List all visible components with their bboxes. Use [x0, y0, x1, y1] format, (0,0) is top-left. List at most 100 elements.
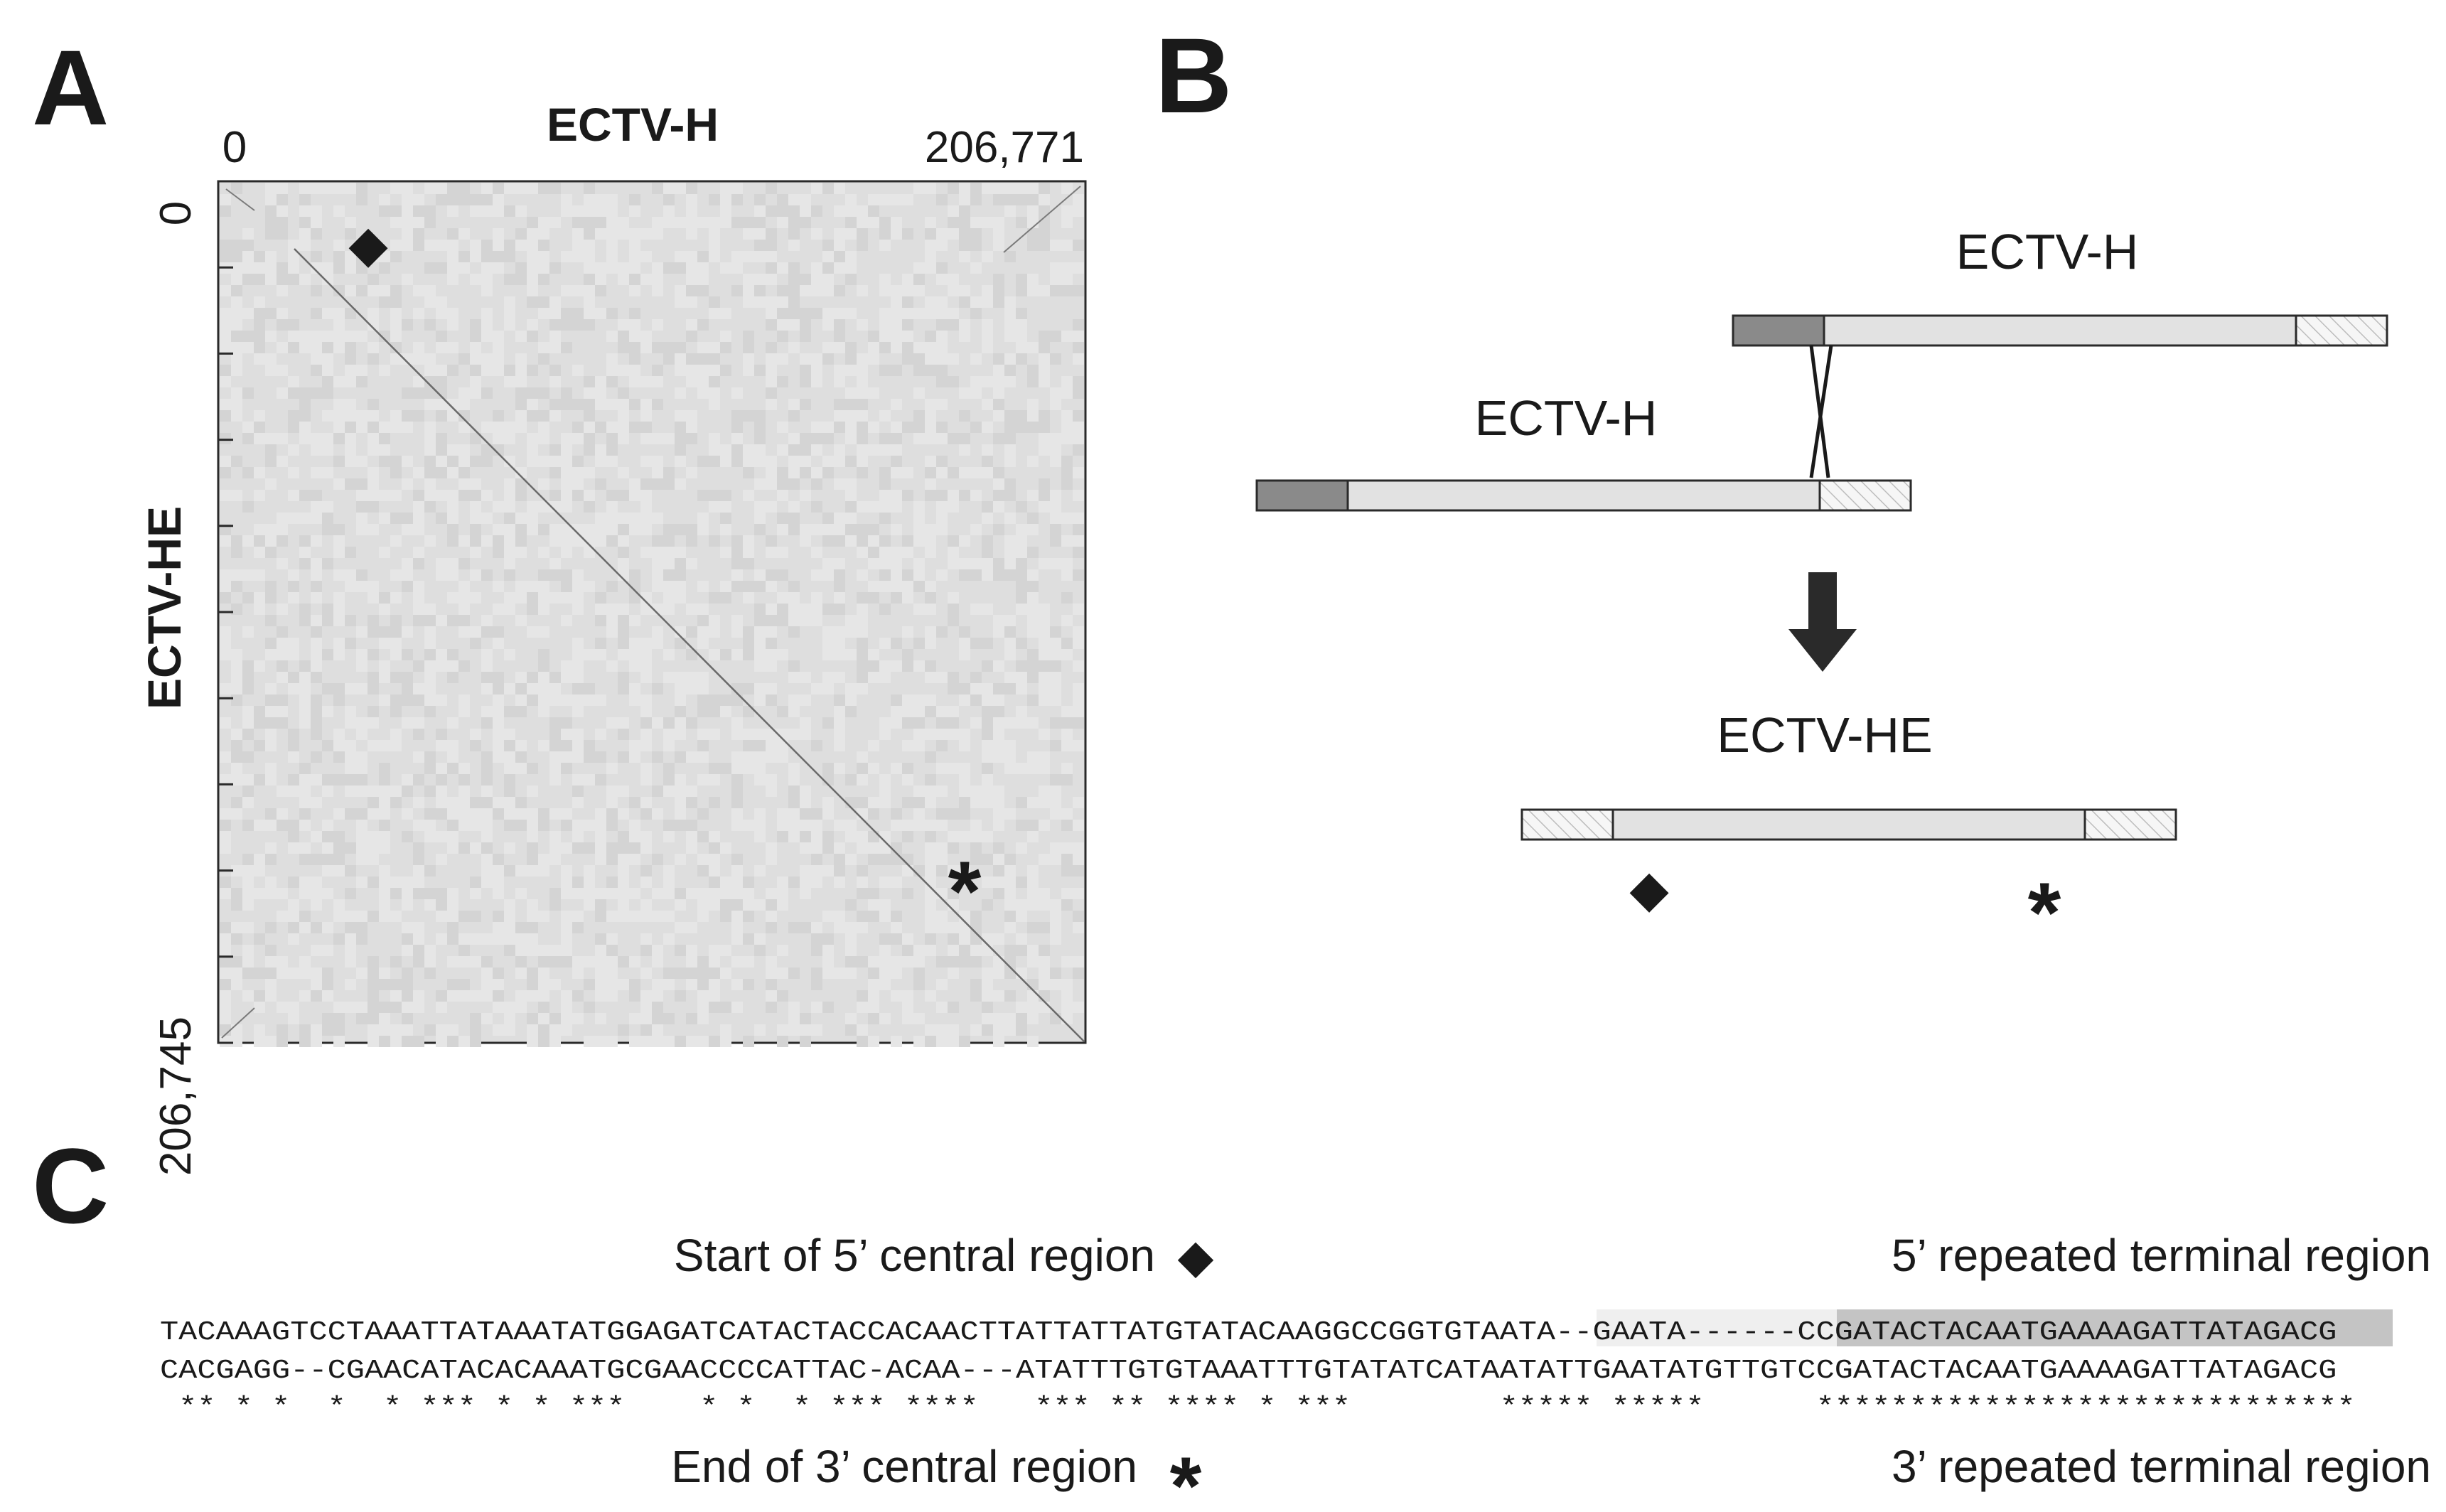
dotplot-texture-cell	[515, 387, 527, 399]
dotplot-texture-cell	[959, 319, 970, 331]
dotplot-texture-cell	[584, 433, 595, 444]
dotplot-texture-cell	[595, 604, 606, 615]
dotplot-texture-cell	[629, 365, 640, 376]
dotplot-texture-cell	[265, 524, 277, 535]
dotplot-texture-cell	[1027, 922, 1039, 933]
dotplot-texture-cell	[902, 865, 913, 876]
dotplot-texture-cell	[834, 319, 845, 331]
dotplot-texture-cell	[709, 1036, 720, 1047]
dotplot-texture-cell	[868, 592, 879, 604]
dotplot-texture-cell	[572, 876, 584, 888]
dotplot-texture-cell	[652, 217, 663, 228]
dotplot-texture-cell	[481, 763, 493, 774]
dotplot-texture-cell	[606, 331, 618, 342]
dotplot-texture-cell	[845, 626, 857, 638]
dotplot-texture-cell	[595, 615, 606, 626]
dotplot-texture-cell	[777, 296, 788, 308]
dotplot-texture-cell	[322, 274, 333, 285]
dotplot-texture-cell	[242, 774, 254, 786]
dotplot-texture-cell	[766, 308, 777, 319]
dotplot-texture-cell	[368, 797, 379, 808]
dotplot-texture-cell	[311, 888, 322, 899]
dotplot-texture-cell	[675, 786, 686, 797]
dotplot-texture-cell	[800, 820, 811, 831]
dotplot-texture-cell	[1016, 820, 1027, 831]
dotplot-texture-cell	[231, 933, 242, 945]
dotplot-texture-cell	[811, 831, 822, 842]
dotplot-texture-cell	[413, 660, 424, 672]
dotplot-texture-cell	[925, 797, 936, 808]
dotplot-texture-cell	[413, 751, 424, 763]
dotplot-texture-cell	[424, 945, 436, 956]
dotplot-texture-cell	[834, 842, 845, 854]
dotplot-texture-cell	[572, 217, 584, 228]
dotplot-texture-cell	[288, 842, 299, 854]
dotplot-texture-cell	[254, 490, 265, 501]
dotplot-texture-cell	[299, 410, 311, 422]
dotplot-texture-cell	[743, 456, 754, 467]
dotplot-texture-cell	[868, 194, 879, 205]
dotplot-texture-cell	[572, 672, 584, 683]
dotplot-texture-cell	[788, 456, 800, 467]
dotplot-y-start: 0	[151, 201, 200, 225]
dotplot-texture-cell	[606, 456, 618, 467]
dotplot-texture-cell	[1016, 422, 1027, 433]
dotplot-texture-cell	[879, 729, 891, 740]
dotplot-texture-cell	[424, 672, 436, 683]
dotplot-texture-cell	[606, 353, 618, 365]
dotplot-texture-cell	[402, 205, 413, 217]
dotplot-texture-cell	[356, 376, 368, 387]
dotplot-texture-cell	[948, 615, 959, 626]
dotplot-texture-cell	[356, 786, 368, 797]
dotplot-texture-cell	[1039, 501, 1050, 513]
dotplot-texture-cell	[834, 478, 845, 490]
dotplot-texture-cell	[345, 422, 356, 433]
dotplot-texture-cell	[549, 342, 561, 353]
dotplot-texture-cell	[663, 729, 675, 740]
dotplot-texture-cell	[857, 911, 868, 922]
dotplot-texture-cell	[447, 205, 458, 217]
dotplot-texture-cell	[572, 740, 584, 751]
dotplot-texture-cell	[1027, 797, 1039, 808]
dotplot-texture-cell	[777, 615, 788, 626]
dotplot-texture-cell	[868, 1013, 879, 1024]
dotplot-texture-cell	[1061, 979, 1073, 990]
dotplot-texture-cell	[493, 444, 504, 456]
dotplot-texture-cell	[231, 251, 242, 262]
dotplot-texture-cell	[595, 592, 606, 604]
dotplot-texture-cell	[311, 990, 322, 1002]
dotplot-texture-cell	[640, 672, 652, 683]
dotplot-texture-cell	[788, 831, 800, 842]
dotplot-texture-cell	[845, 478, 857, 490]
product-star-marker: *	[2028, 865, 2061, 960]
dotplot-texture-cell	[720, 262, 731, 274]
dotplot-texture-cell	[618, 331, 629, 342]
dotplot-texture-cell	[857, 228, 868, 240]
dotplot-texture-cell	[277, 262, 288, 274]
dotplot-texture-cell	[822, 865, 834, 876]
dotplot-texture-cell	[902, 308, 913, 319]
dotplot-texture-cell	[925, 854, 936, 865]
dotplot-texture-cell	[618, 387, 629, 399]
dotplot-texture-cell	[1039, 217, 1050, 228]
dotplot-texture-cell	[902, 228, 913, 240]
dotplot-texture-cell	[948, 228, 959, 240]
dotplot-texture-cell	[1027, 410, 1039, 422]
dotplot-texture-cell	[640, 1002, 652, 1013]
dotplot-texture-cell	[948, 1024, 959, 1036]
dotplot-texture-cell	[220, 956, 231, 967]
dotplot-texture-cell	[504, 240, 515, 251]
dotplot-texture-cell	[857, 763, 868, 774]
dotplot-texture-cell	[436, 899, 447, 911]
dotplot-texture-cell	[436, 1036, 447, 1047]
dotplot-texture-cell	[470, 638, 481, 649]
dotplot-texture-cell	[640, 524, 652, 535]
dotplot-texture-cell	[299, 922, 311, 933]
dotplot-texture-cell	[959, 626, 970, 638]
dotplot-texture-cell	[1061, 615, 1073, 626]
dotplot-texture-cell	[652, 456, 663, 467]
dotplot-texture-cell	[277, 888, 288, 899]
dotplot-texture-cell	[709, 876, 720, 888]
dotplot-texture-cell	[504, 911, 515, 922]
dotplot-texture-cell	[800, 865, 811, 876]
